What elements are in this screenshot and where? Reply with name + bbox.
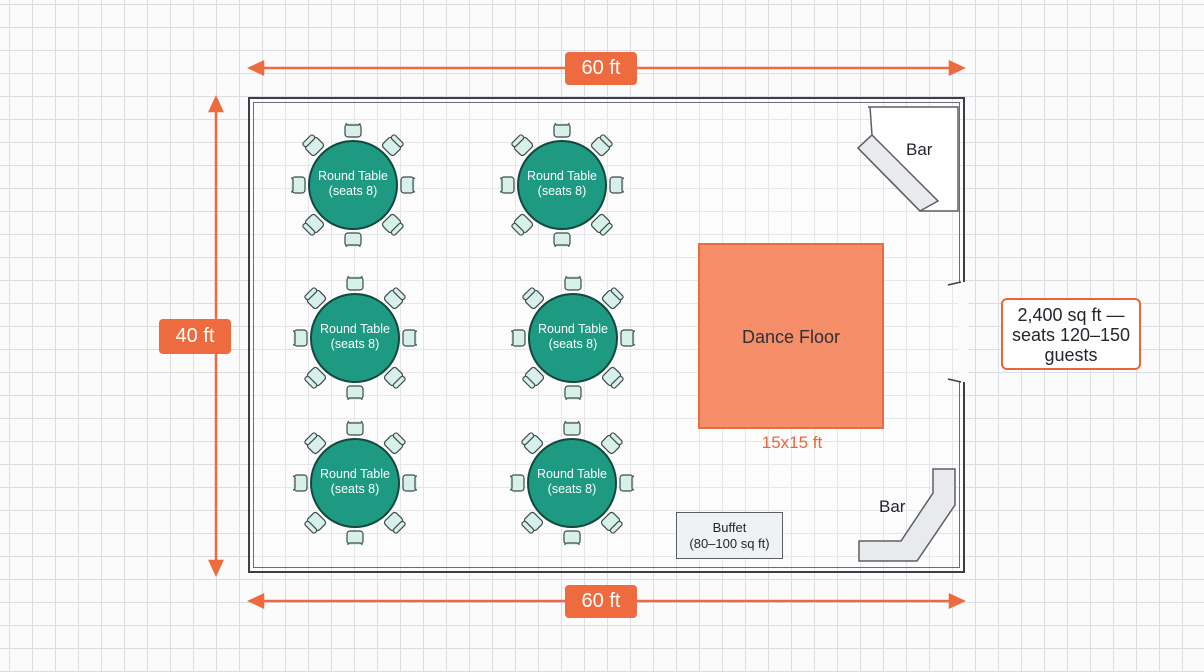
chair: [346, 276, 364, 291]
chair: [521, 511, 544, 534]
chair: [511, 329, 526, 347]
chair: [346, 385, 364, 400]
chair: [511, 213, 534, 236]
chair: [563, 421, 581, 436]
chair: [383, 432, 406, 455]
chair: [304, 366, 327, 389]
chair: [564, 276, 582, 291]
bar-label-top: Bar: [906, 140, 933, 159]
top-arrow-left: [247, 60, 265, 76]
table-title: Round Table: [320, 467, 390, 481]
chair: [304, 432, 327, 455]
chair: [522, 287, 545, 310]
table-capacity: (seats 8): [330, 482, 380, 496]
chair: [510, 474, 525, 492]
buffet-table: Buffet (80–100 sq ft): [676, 512, 783, 559]
left-arrow-bottom: [208, 559, 224, 577]
bottom-arrow-left: [247, 593, 265, 609]
chair: [381, 213, 404, 236]
chair: [564, 385, 582, 400]
chair: [383, 511, 406, 534]
chair: [381, 134, 404, 157]
round-table-3: Round Table (seats 8): [293, 276, 417, 400]
chair: [553, 123, 571, 138]
chair: [402, 474, 417, 492]
depth-badge: 40 ft: [159, 319, 231, 354]
chair: [344, 123, 362, 138]
dance-floor-size: 15x15 ft: [761, 433, 823, 452]
bottom-width-badge: 60 ft: [565, 585, 637, 618]
chair: [521, 432, 544, 455]
table-title: Round Table: [318, 169, 388, 183]
table-top: [310, 293, 400, 383]
table-capacity: (seats 8): [330, 337, 380, 351]
chair: [563, 530, 581, 545]
chair: [302, 213, 325, 236]
chair: [402, 329, 417, 347]
side-door: [947, 281, 968, 383]
table-capacity: (seats 8): [547, 482, 597, 496]
table-top: [308, 140, 398, 230]
table-top: [517, 140, 607, 230]
chair: [383, 287, 406, 310]
bar-label-bottom: Bar: [879, 497, 906, 516]
chair: [601, 287, 624, 310]
buffet-label: Buffet: [712, 520, 747, 535]
dance-floor-label: Dance Floor: [741, 327, 841, 347]
table-title: Round Table: [527, 169, 597, 183]
chair: [293, 329, 308, 347]
chair: [304, 511, 327, 534]
chair: [383, 366, 406, 389]
chair: [590, 134, 613, 157]
left-arrow-top: [208, 95, 224, 113]
chair: [500, 176, 515, 194]
chair: [293, 474, 308, 492]
chair: [304, 287, 327, 310]
table-top: [310, 438, 400, 528]
buffet-area: (80–100 sq ft): [689, 536, 770, 551]
chair: [619, 474, 634, 492]
chair: [400, 176, 415, 194]
table-capacity: (seats 8): [548, 337, 598, 351]
table-title: Round Table: [538, 322, 608, 336]
chair: [522, 366, 545, 389]
chair: [590, 213, 613, 236]
chair: [291, 176, 306, 194]
chair: [553, 232, 571, 247]
table-capacity: (seats 8): [537, 184, 587, 198]
table-capacity: (seats 8): [328, 184, 378, 198]
chair: [609, 176, 624, 194]
round-table-4: Round Table (seats 8): [511, 276, 635, 400]
bar-counter-bottom: [858, 468, 956, 562]
round-table-5: Round Table (seats 8): [293, 421, 417, 545]
capacity-line-1: 2,400 sq ft —: [1017, 305, 1125, 325]
capacity-line-3: guests: [1044, 345, 1098, 365]
dance-floor: Dance Floor: [698, 243, 884, 429]
capacity-line-2: seats 120–150: [1011, 325, 1131, 345]
chair: [511, 134, 534, 157]
table-title: Round Table: [537, 467, 607, 481]
capacity-callout: 2,400 sq ft — seats 120–150 guests: [1001, 298, 1141, 370]
chair: [600, 511, 623, 534]
chair: [302, 134, 325, 157]
chair: [344, 232, 362, 247]
chair: [601, 366, 624, 389]
chair: [346, 530, 364, 545]
bottom-arrow-right: [948, 593, 966, 609]
chair: [620, 329, 635, 347]
bar-counter-top: [856, 106, 959, 212]
table-top: [528, 293, 618, 383]
top-width-badge: 60 ft: [565, 52, 637, 85]
chair: [600, 432, 623, 455]
round-table-1: Round Table (seats 8): [291, 123, 415, 247]
round-table-2: Round Table (seats 8): [500, 123, 624, 247]
table-title: Round Table: [320, 322, 390, 336]
top-arrow-right: [948, 60, 966, 76]
table-top: [527, 438, 617, 528]
round-table-6: Round Table (seats 8): [510, 421, 634, 545]
chair: [346, 421, 364, 436]
